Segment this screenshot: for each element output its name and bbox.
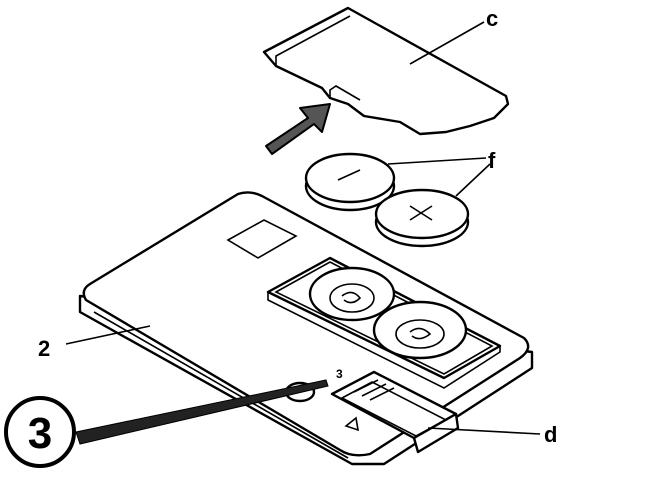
- label-holder-d: d: [544, 422, 557, 447]
- label-window: [226, 219, 298, 259]
- triangle-marker-icon: [344, 416, 360, 432]
- label-housing-2: 2: [38, 336, 50, 361]
- housing-step-mark: 3: [336, 367, 343, 381]
- leader-lines: [65, 21, 541, 445]
- battery-holder: 3: [284, 367, 460, 454]
- minus-sign-icon: [337, 169, 361, 181]
- label-batteries-f: f: [488, 148, 496, 173]
- step-number: 3: [28, 409, 52, 458]
- insert-direction-arrow-icon: [265, 103, 331, 155]
- step-number-badge: 3: [4, 396, 76, 468]
- battery-plus: [374, 188, 470, 248]
- label-cover-c: c: [486, 6, 498, 31]
- batteries: [304, 152, 470, 248]
- battery-cover: [262, 6, 510, 136]
- battery-compartment: [266, 256, 502, 389]
- battery-minus: [304, 152, 396, 212]
